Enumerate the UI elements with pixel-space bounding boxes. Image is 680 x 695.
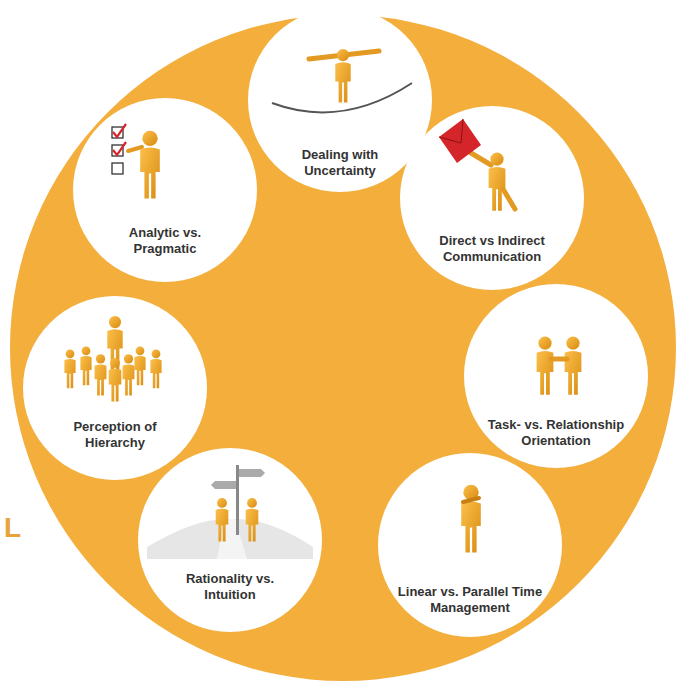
tightrope-icon — [272, 49, 412, 112]
concept-circle: Analytic vs. Pragmatic — [72, 97, 258, 283]
concept-label: Perception of Hierarchy — [63, 419, 167, 451]
circle-fill — [378, 453, 562, 637]
circle-fill — [138, 448, 322, 632]
handshake-icon — [537, 337, 582, 395]
single-person-icon — [461, 485, 481, 553]
concept-label: Analytic vs. Pragmatic — [113, 225, 217, 257]
concept-circle: Rationality vs. Intuition — [137, 447, 323, 633]
concept-label: Linear vs. Parallel Time Management — [395, 584, 545, 616]
concept-circle: Dealing with Uncertainty — [247, 7, 433, 193]
concept-label: Task- vs. Relationship Orientation — [478, 417, 634, 449]
crossroads-icon — [147, 465, 313, 559]
concept-label: Dealing with Uncertainty — [284, 147, 396, 179]
concept-circle: Direct vs Indirect Communication — [399, 105, 585, 291]
circle-shape — [137, 447, 323, 633]
checklist-icon — [112, 124, 160, 199]
concept-circle: Linear vs. Parallel Time Management — [377, 452, 563, 638]
concept-circle: Perception of Hierarchy — [22, 295, 208, 481]
edge-letter: L — [4, 512, 21, 544]
circle-fill — [23, 296, 207, 480]
concept-label: Rationality vs. Intuition — [174, 571, 286, 603]
circle-fill — [73, 98, 257, 282]
concept-circle: Task- vs. Relationship Orientation — [463, 283, 649, 469]
group-icon — [64, 316, 161, 402]
concept-label: Direct vs Indirect Communication — [417, 233, 567, 265]
circle-fill — [464, 284, 648, 468]
circle-shape — [22, 295, 208, 481]
circle-fill — [248, 8, 432, 192]
circle-fill — [400, 106, 584, 290]
envelope-icon — [439, 119, 515, 211]
